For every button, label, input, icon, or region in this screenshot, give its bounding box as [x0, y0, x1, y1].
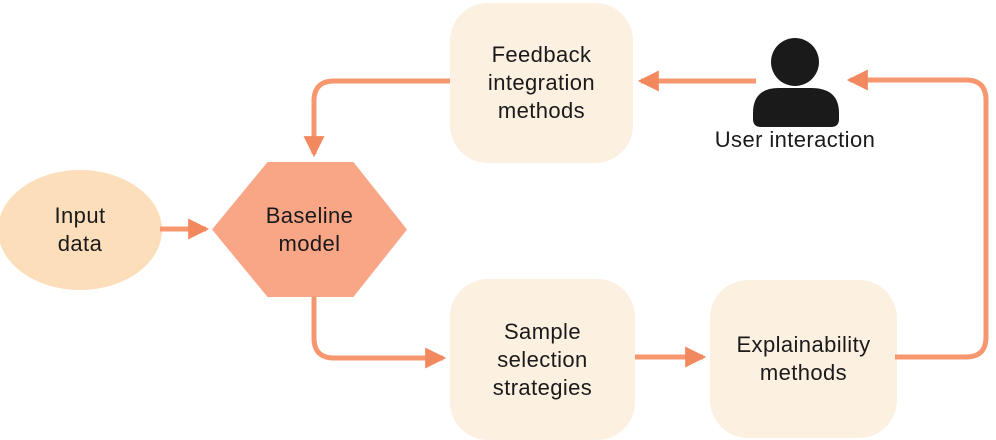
person-icon [753, 38, 839, 127]
node-feedback-integration: Feedback integration methods [450, 3, 633, 163]
sample-selection-label: Sample selection strategies [492, 318, 593, 400]
node-input-data: Input data [0, 170, 162, 290]
baseline-model-label: Baseline model [265, 202, 354, 256]
feedback-integration-label: Feedback integration methods [487, 42, 596, 123]
user-interaction-label: User interaction [714, 127, 876, 152]
node-sample-selection: Sample selection strategies [450, 279, 635, 440]
edge-feedback-to-baseline [303, 78, 450, 158]
explainability-methods-label: Explainability methods [736, 332, 871, 385]
edge-baseline-to-sample [311, 297, 447, 369]
input-data-label: Input data [54, 203, 106, 256]
node-baseline-model: Baseline model [212, 162, 407, 297]
node-explainability-methods: Explainability methods [710, 280, 897, 438]
